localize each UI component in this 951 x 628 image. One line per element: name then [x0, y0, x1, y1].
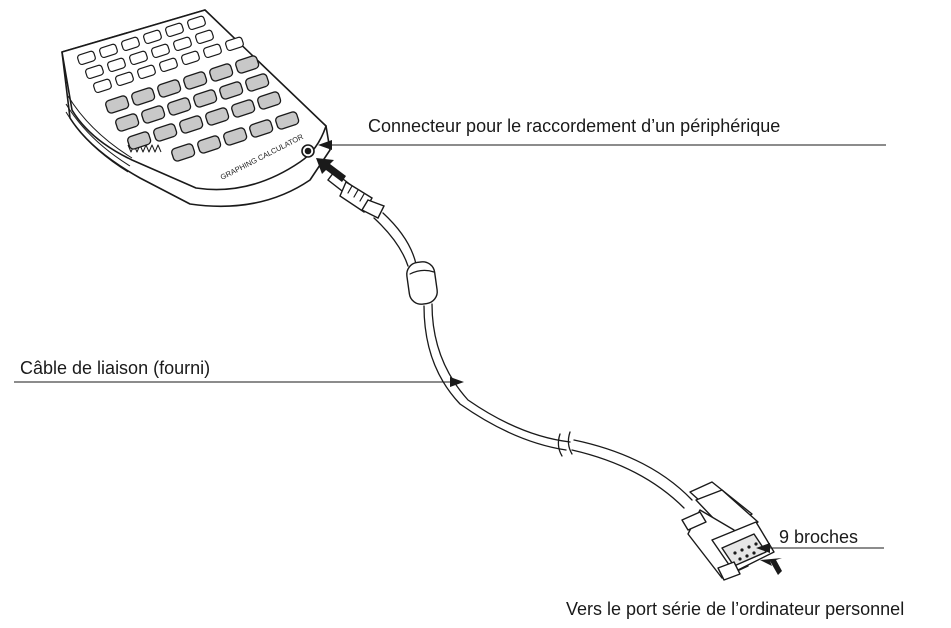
port-label: Vers le port série de l’ordinateur perso…: [566, 599, 905, 619]
db9-connector: [681, 481, 775, 581]
leader-lines: [14, 144, 886, 549]
calculator-keypad-upper: [77, 15, 244, 94]
pins-label: 9 broches: [779, 527, 859, 547]
connector-label: Connecteur pour le raccordement d’un pér…: [368, 116, 781, 136]
link-cable: [327, 171, 693, 509]
ferrite-core: [406, 261, 438, 305]
cable-wire: [373, 212, 417, 267]
output-arrow-icon: [760, 558, 782, 575]
arrows: [316, 158, 782, 575]
calculator-keypad-lower: [105, 55, 300, 162]
insert-arrow-icon: [316, 158, 346, 182]
calculator-grip: [65, 95, 162, 173]
cable-label: Câble de liaison (fourni): [20, 358, 211, 378]
